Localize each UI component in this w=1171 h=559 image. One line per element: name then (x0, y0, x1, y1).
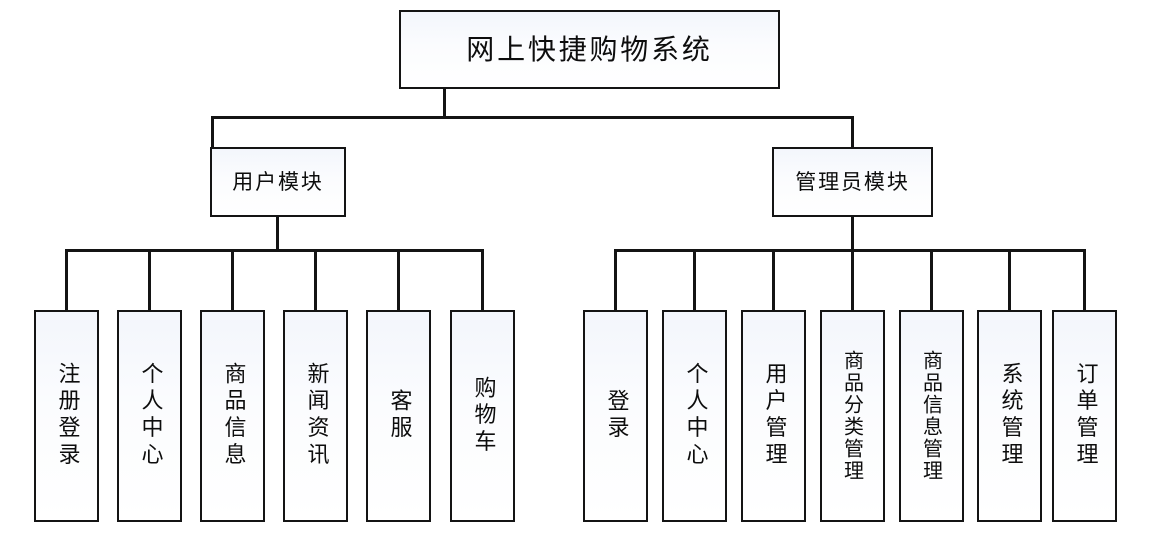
node-user-management-label: 用户管理 (761, 362, 787, 470)
node-system-management[interactable]: 系统管理 (977, 310, 1042, 522)
node-root-label: 网上快捷购物系统 (466, 32, 713, 66)
connector-user-module-stem (276, 217, 279, 251)
connector-drop-product-info-management (930, 249, 933, 311)
connector-drop-product-category-management (851, 249, 854, 311)
connector-drop-customer-service (397, 249, 400, 311)
node-root-system[interactable]: 网上快捷购物系统 (399, 10, 780, 89)
node-order-management[interactable]: 订单管理 (1052, 310, 1117, 522)
connector-drop-personal-center-admin (693, 249, 696, 311)
node-admin-module[interactable]: 管理员模块 (772, 147, 933, 217)
node-product-category-management-label: 商品分类管理 (840, 350, 865, 482)
node-personal-center[interactable]: 个人中心 (117, 310, 182, 522)
node-product-info-management[interactable]: 商品信息管理 (899, 310, 964, 522)
node-login[interactable]: 登录 (583, 310, 648, 522)
connector-level2-bus (211, 116, 854, 119)
node-shopping-cart-label: 购物车 (470, 375, 496, 457)
node-product-category-management[interactable]: 商品分类管理 (820, 310, 885, 522)
connector-root-stem (443, 89, 446, 118)
node-news-information[interactable]: 新闻资讯 (283, 310, 348, 522)
connector-admin-module-stem (851, 217, 854, 251)
connector-drop-register-login (65, 249, 68, 311)
connector-drop-order-management (1083, 249, 1086, 311)
connector-drop-login (614, 249, 617, 311)
connector-drop-user-management (772, 249, 775, 311)
node-product-info-label: 商品信息 (220, 362, 246, 470)
node-login-label: 登录 (603, 389, 629, 443)
node-news-information-label: 新闻资讯 (303, 362, 329, 470)
node-shopping-cart[interactable]: 购物车 (450, 310, 515, 522)
node-system-management-label: 系统管理 (997, 362, 1023, 470)
node-customer-service[interactable]: 客服 (366, 310, 431, 522)
connector-drop-system-management (1008, 249, 1011, 311)
node-user-module-label: 用户模块 (232, 169, 324, 194)
connector-drop-personal-center (148, 249, 151, 311)
node-user-module[interactable]: 用户模块 (210, 147, 346, 217)
node-admin-module-label: 管理员模块 (795, 169, 910, 194)
node-register-login[interactable]: 注册登录 (34, 310, 99, 522)
node-product-info-management-label: 商品信息管理 (919, 350, 944, 482)
connector-drop-admin-module (851, 116, 854, 149)
node-user-management[interactable]: 用户管理 (741, 310, 806, 522)
node-order-management-label: 订单管理 (1072, 362, 1098, 470)
node-personal-center-admin-label: 个人中心 (682, 362, 708, 470)
node-register-login-label: 注册登录 (54, 362, 80, 470)
connector-drop-news-information (314, 249, 317, 311)
connector-drop-user-module (211, 116, 214, 149)
node-personal-center-admin[interactable]: 个人中心 (662, 310, 727, 522)
connector-drop-product-info (231, 249, 234, 311)
node-personal-center-label: 个人中心 (137, 362, 163, 470)
node-customer-service-label: 客服 (386, 389, 412, 443)
connector-admin-children-bus (614, 249, 1085, 252)
node-product-info[interactable]: 商品信息 (200, 310, 265, 522)
connector-user-children-bus (65, 249, 484, 252)
connector-drop-shopping-cart (481, 249, 484, 311)
